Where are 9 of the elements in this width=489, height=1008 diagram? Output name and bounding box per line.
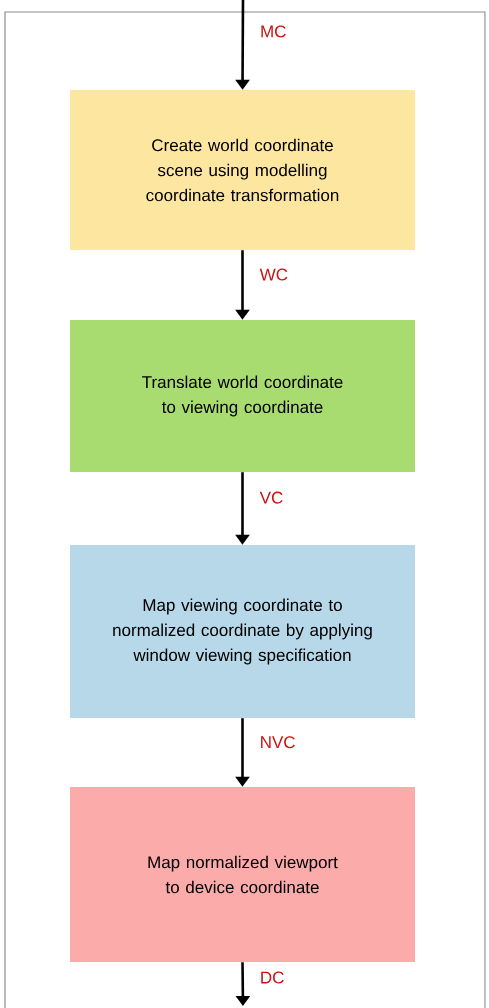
edge-label: DC xyxy=(261,971,284,984)
process-box: Create world coordinate scene using modelling coordinate transformation xyxy=(70,90,415,250)
process-box: Translate world coordinate to viewing coordinate xyxy=(70,320,415,472)
edge-label: VC xyxy=(259,491,283,504)
edge-label: WC xyxy=(259,268,288,281)
process-box: Map normalized viewport to device coordinate xyxy=(70,787,415,962)
edge-label: NVC xyxy=(261,736,295,749)
edge-label: MC xyxy=(261,25,286,38)
process-box: Map viewing coordinate to normalized coordinate by applying window viewing specification xyxy=(70,545,415,718)
